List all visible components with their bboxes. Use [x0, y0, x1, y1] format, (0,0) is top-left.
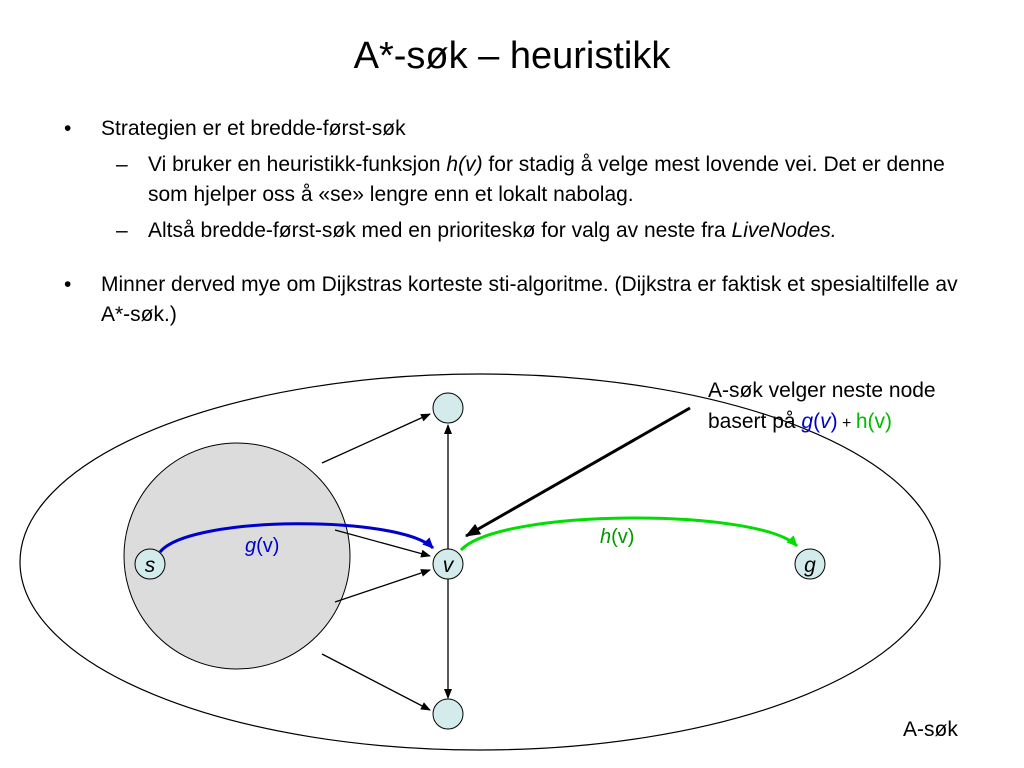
edge-to-v-2	[334, 569, 431, 603]
sub-bullet-text: Altså bredde-først-søk med en prioritesk…	[148, 219, 732, 242]
dash-marker: –	[116, 153, 128, 176]
sub-bullet-item: – Altså bredde-først-søk med en priorite…	[56, 216, 986, 246]
bullet-list: • Strategien er et bredde-først-søk – Vi…	[56, 114, 986, 336]
h-label-arg: (v)	[611, 526, 634, 548]
callout-g: g	[801, 410, 813, 433]
bullet-item: • Minner derved mye om Dijkstras kortest…	[56, 270, 986, 330]
edge-to-top	[321, 413, 431, 464]
h-path	[459, 516, 799, 552]
node-g-label: g	[804, 554, 816, 577]
h-label-fn: h	[600, 526, 611, 548]
edge-to-v-1	[334, 529, 431, 558]
sub-bullet-text: for stadig å velge mest lovende vei. Det…	[148, 153, 945, 206]
region-label: A-søk	[903, 718, 958, 741]
g-label-fn: g	[245, 535, 256, 557]
search-region	[19, 373, 941, 751]
node-g	[794, 548, 826, 580]
edge-to-bottom	[321, 653, 431, 711]
node-bottom	[432, 698, 464, 730]
bullet-text: Minner derved mye om Dijkstras korteste …	[101, 273, 958, 326]
callout-g-close: )	[831, 410, 838, 433]
node-v-label: v	[443, 554, 455, 577]
node-s	[134, 548, 166, 580]
sub-bullet-emphasis: LiveNodes.	[731, 219, 837, 242]
g-path-label: g(v)	[245, 535, 279, 557]
callout-line-2: basert på g(v) + h(v)	[708, 410, 892, 433]
bullet-item: • Strategien er et bredde-først-søk	[56, 114, 986, 144]
sub-bullet-emphasis: h(v)	[446, 153, 483, 176]
node-v	[432, 548, 464, 580]
sub-bullet-text: Vi bruker en heuristikk-funksjon	[148, 153, 447, 176]
bullet-marker: •	[64, 273, 72, 296]
sub-bullet-item: – Vi bruker en heuristikk-funksjon h(v) …	[56, 150, 986, 210]
callout-h: h(v)	[856, 410, 892, 433]
page-title: A*-søk – heuristikk	[353, 35, 671, 77]
dash-marker: –	[116, 219, 128, 242]
callout-arrow	[465, 406, 691, 538]
g-label-arg: (v)	[256, 535, 279, 557]
bullet-marker: •	[64, 117, 72, 140]
callout-line-1: A-søk velger neste node	[708, 379, 936, 402]
bullet-text: Strategien er et bredde-først-søk	[101, 117, 406, 140]
callout-g-v: v	[820, 410, 832, 433]
g-path	[158, 522, 435, 554]
h-path-label: h(v)	[600, 526, 634, 548]
node-s-label: s	[145, 554, 156, 577]
callout-plus: +	[838, 415, 856, 432]
explored-region	[123, 442, 351, 670]
callout-g-open: (	[813, 410, 820, 433]
callout-text: basert på	[708, 410, 801, 433]
node-top	[432, 392, 464, 424]
